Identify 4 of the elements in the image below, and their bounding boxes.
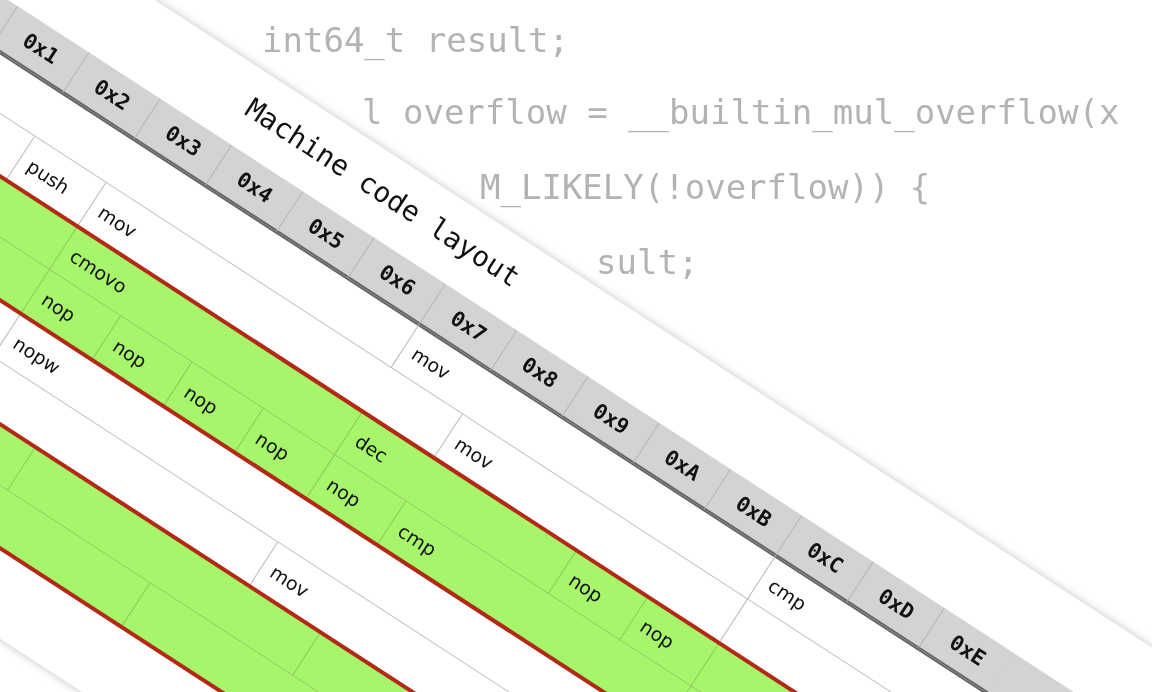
code-line: sult; xyxy=(596,242,699,282)
code-line: l overflow = __builtin_mul_overflow(x xyxy=(362,92,1120,132)
code-line: M_LIKELY(!overflow)) { xyxy=(480,167,931,207)
code-line: int64_t result; xyxy=(262,20,570,60)
